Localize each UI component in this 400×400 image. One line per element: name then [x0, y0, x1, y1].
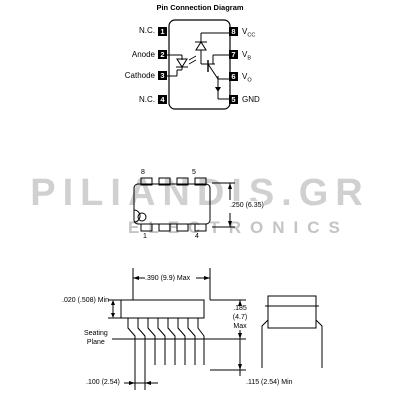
height-dimension: .185 (4.7) Max	[232, 305, 248, 330]
width-dimension: .250 (6.35)	[230, 201, 264, 210]
pin-6-label: VO	[242, 72, 252, 84]
top-pin-1-label: 1	[143, 233, 147, 240]
pin-5-box: 5	[229, 95, 238, 104]
pin-3-box: 3	[158, 71, 167, 80]
pin-8-label: VCC	[242, 27, 256, 39]
watermark-main: PILIANDIS.GR	[30, 172, 370, 214]
pin-5-label: GND	[242, 95, 260, 104]
pin-2-label: Anode	[131, 50, 155, 59]
pin-8-box: 8	[229, 27, 238, 36]
pin-7-box: 7	[229, 50, 238, 59]
pitch-dimension: .100 (2.54)	[86, 379, 120, 386]
pin-7-label: VB	[242, 50, 252, 62]
pin-6-box: 6	[229, 72, 238, 81]
pin-3-label: Cathode	[124, 71, 155, 80]
diagram-title: Pin Connection Diagram	[156, 3, 244, 12]
lead-thickness-dimension: .020 (.508) Min	[62, 297, 110, 304]
pin-2-box: 2	[158, 50, 167, 59]
seating-plane-label: Seating Plane	[84, 330, 108, 346]
length-dimension: .390 (9.9) Max	[145, 274, 191, 283]
pin-1-label: N.C.	[139, 26, 155, 35]
pin-4-label: N.C.	[139, 95, 155, 104]
lead-length-dimension: .115 (2.54) Min	[246, 379, 293, 386]
top-pin-5-label: 5	[192, 169, 196, 176]
top-pin-4-label: 4	[195, 233, 199, 240]
top-pin-8-label: 8	[141, 169, 145, 176]
pin-1-box: 1	[158, 27, 167, 36]
pin-4-box: 4	[158, 95, 167, 104]
